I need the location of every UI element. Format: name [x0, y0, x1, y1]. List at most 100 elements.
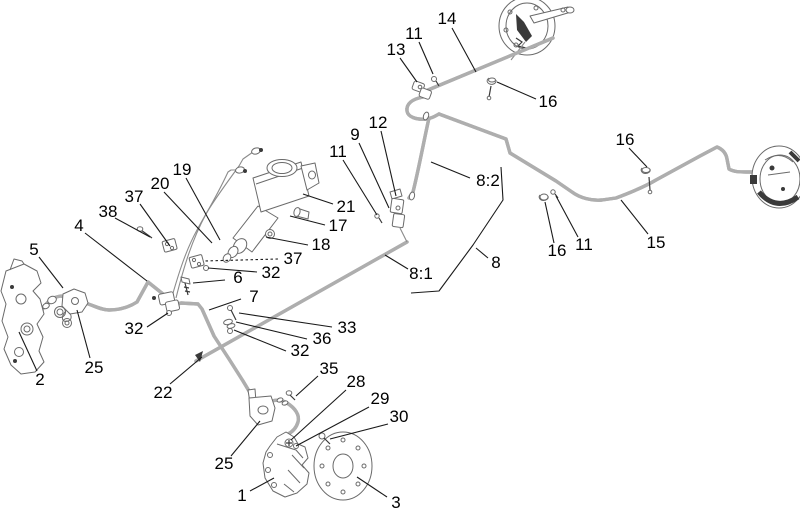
- bracket-25-bottom: [247, 388, 289, 426]
- leader-11b: [342, 159, 378, 216]
- leader-32b: [146, 312, 169, 328]
- leader-14: [451, 27, 477, 73]
- drum-brake-right: [750, 145, 800, 209]
- callout-32b: 32: [125, 319, 144, 338]
- brake-line-15-rear: [437, 112, 757, 202]
- leader-32a: [207, 267, 258, 273]
- leader-20: [163, 191, 213, 244]
- callout-13: 13: [387, 40, 406, 59]
- callout-19: 19: [173, 160, 192, 179]
- callout-35: 35: [320, 359, 339, 378]
- callout-8-2: 8:2: [476, 171, 500, 190]
- leader-12: [380, 130, 397, 197]
- callout-36: 36: [313, 329, 332, 348]
- brake-rotor: [313, 431, 373, 501]
- leader-15: [620, 199, 649, 235]
- callout-38: 38: [99, 202, 118, 221]
- leader-13: [399, 57, 418, 83]
- leader-2: [18, 331, 38, 372]
- leader-16b: [628, 147, 648, 168]
- nut-32-mid: [203, 265, 209, 271]
- leader-29: [295, 406, 370, 447]
- leader-3: [356, 476, 388, 498]
- leader-7: [208, 298, 242, 311]
- leader-32c: [233, 329, 287, 352]
- callout-11b: 11: [329, 142, 347, 161]
- screw-11-top: [431, 76, 440, 87]
- leader-11c: [555, 195, 579, 238]
- leader-1: [249, 477, 275, 492]
- callout-11c: 11: [575, 235, 593, 254]
- brake-line-20: [170, 166, 247, 301]
- callout-16c: 16: [548, 241, 567, 260]
- fitting-18: [265, 229, 275, 239]
- leader-30: [329, 423, 389, 440]
- brake-line-8-1: [194, 240, 409, 363]
- callout-32a: 32: [262, 263, 281, 282]
- callout-6: 6: [233, 268, 242, 287]
- callout-1: 1: [237, 486, 246, 505]
- fitting-35: [285, 390, 296, 401]
- screw-11-connector: [374, 213, 383, 224]
- callout-2: 2: [35, 370, 44, 389]
- drum-brake-top: [498, 0, 575, 61]
- leader-35: [295, 375, 319, 397]
- callout-3: 3: [391, 493, 400, 512]
- leader-8: [475, 247, 489, 259]
- callout-16b: 16: [616, 130, 635, 149]
- callout-5: 5: [29, 240, 38, 259]
- callout-11a: 11: [405, 24, 423, 43]
- leader-16a: [496, 81, 537, 100]
- leader-37b: [139, 203, 171, 247]
- brake-line-14: [426, 36, 555, 92]
- leader-28: [290, 389, 347, 441]
- brake-hose-8-2: [399, 95, 441, 243]
- leader-37a: [203, 258, 279, 262]
- callout-8: 8: [491, 253, 500, 272]
- leader-33: [238, 312, 333, 328]
- master-cylinder: [222, 159, 320, 263]
- bolt-30: [318, 432, 331, 445]
- callout-15: 15: [647, 233, 666, 252]
- callout-14: 14: [438, 9, 457, 28]
- bolt-clip-nut-33-36-32: [223, 305, 237, 334]
- left-caliper: [0, 258, 72, 375]
- leader-17: [289, 215, 326, 226]
- callout-30: 30: [390, 407, 409, 426]
- clip-16-right: [640, 167, 653, 195]
- leader-21: [302, 193, 334, 205]
- hook-bracket-25-left: [61, 288, 89, 322]
- leader-18: [265, 236, 309, 246]
- bolt-6: [180, 276, 191, 296]
- callout-16a: 16: [539, 92, 558, 111]
- callout-17: 17: [329, 216, 348, 235]
- callout-37a: 37: [284, 249, 303, 268]
- callout-12: 12: [369, 113, 388, 132]
- callout-25b: 25: [215, 454, 234, 473]
- leader-22: [169, 356, 203, 385]
- nut-32-left: [166, 310, 172, 316]
- leader-4: [84, 232, 148, 282]
- callout-25a: 25: [85, 358, 104, 377]
- callout-21: 21: [337, 197, 356, 216]
- leader-8-1: [384, 254, 409, 270]
- callout-7: 7: [249, 287, 258, 306]
- leader-25a: [76, 309, 91, 359]
- junction-block-tee: [152, 291, 181, 316]
- port-fitting-17: [293, 207, 310, 220]
- bracket-8: [410, 166, 504, 294]
- leader-25b: [230, 420, 261, 457]
- callout-29: 29: [371, 389, 390, 408]
- callout-9: 9: [350, 125, 359, 144]
- callout-28: 28: [347, 372, 366, 391]
- callout-37b: 37: [125, 187, 144, 206]
- connector-9-12: [374, 111, 430, 229]
- leader-19: [185, 177, 221, 241]
- callout-22: 22: [154, 383, 173, 402]
- callout-33: 33: [338, 318, 357, 337]
- callout-20: 20: [151, 174, 170, 193]
- leader-6: [192, 279, 226, 284]
